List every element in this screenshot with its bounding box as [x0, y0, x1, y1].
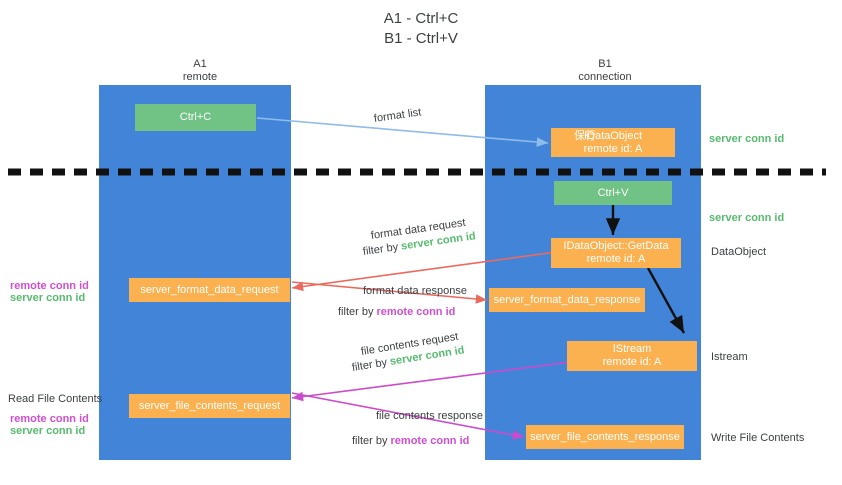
- box-ctrl-c[interactable]: Ctrl+C: [135, 104, 256, 131]
- box-idataobject[interactable]: 保行 IDataObject remote id: A: [551, 128, 675, 157]
- filter-value-remote-conn-id: remote conn id: [390, 435, 470, 447]
- box-server-file-contents-response[interactable]: server_file_contents_response: [526, 425, 684, 449]
- left-label-server-conn-id-upper: server conn id: [10, 292, 86, 304]
- lane-header-b1: B1 connection: [545, 58, 665, 84]
- box-server-file-contents-request-label: server_file_contents_request: [138, 399, 281, 412]
- box-server-format-data-request-label: server_format_data_request: [140, 283, 279, 296]
- box-ctrl-v-label: Ctrl+V: [597, 186, 629, 199]
- arrow-format-data-response: [291, 281, 488, 304]
- box-idataobject-line2: remote id: A: [583, 142, 643, 155]
- left-label-server-conn-id-lower: server conn id: [10, 425, 86, 437]
- arrow-format-data-request: [291, 251, 557, 292]
- lane-header-a1: A1 remote: [140, 58, 260, 84]
- lane-a1-name: A1: [193, 58, 207, 70]
- box-istream-line1: IStream: [612, 343, 652, 355]
- box-getdata-line1: IDataObject::GetData: [563, 240, 669, 252]
- box-server-file-contents-response-label: server_file_contents_response: [530, 430, 680, 443]
- label-format-data-response-filter: filter by remote conn id: [338, 305, 455, 319]
- box-idataobject-garble-overlay: 保行: [573, 129, 596, 142]
- box-server-format-data-request[interactable]: server_format_data_request: [129, 278, 290, 302]
- label-format-data-response: format data response: [363, 285, 467, 297]
- left-label-remote-conn-id-upper: remote conn id: [10, 280, 89, 292]
- right-label-server-conn-id-top: server conn id: [709, 133, 785, 145]
- filter-prefix: filter by: [338, 306, 377, 318]
- left-label-remote-conn-id-lower: remote conn id: [10, 413, 89, 425]
- arrow-format-list: [256, 117, 549, 147]
- filter-value-remote-conn-id: remote conn id: [376, 306, 456, 318]
- box-server-format-data-response-label: server_format_data_response: [493, 293, 641, 306]
- box-server-file-contents-request[interactable]: server_file_contents_request: [129, 394, 290, 418]
- left-label-read-file-contents: Read File Contents: [8, 393, 103, 405]
- box-server-format-data-response[interactable]: server_format_data_response: [489, 288, 645, 312]
- box-ctrl-v[interactable]: Ctrl+V: [554, 181, 672, 205]
- lane-b1-sub: connection: [578, 71, 632, 83]
- box-idataobject-line1: 保行 IDataObject: [574, 129, 643, 143]
- title-line-1: A1 - Ctrl+C: [383, 10, 459, 27]
- lane-a1-sub: remote: [182, 71, 218, 83]
- arrow-file-contents-response: [291, 392, 525, 440]
- right-label-write-file-contents: Write File Contents: [711, 432, 805, 444]
- box-istream-line2: remote id: A: [602, 356, 662, 368]
- box-istream[interactable]: IStream remote id: A: [567, 341, 697, 371]
- page-title: A1 - Ctrl+C B1 - Ctrl+V: [0, 9, 842, 49]
- label-file-contents-response: file contents response: [376, 410, 484, 422]
- arrow-getdata-to-istream: [646, 267, 686, 334]
- box-getdata-line2: remote id: A: [586, 253, 646, 265]
- box-idataobject-line1-text: IDataObject: [583, 129, 643, 142]
- box-idataobject-getdata[interactable]: IDataObject::GetData remote id: A: [551, 238, 681, 268]
- title-line-2: B1 - Ctrl+V: [384, 30, 458, 47]
- filter-prefix: filter by: [352, 435, 391, 447]
- label-file-contents-response-filter: filter by remote conn id: [352, 434, 469, 448]
- arrow-file-contents-request: [291, 361, 571, 402]
- right-label-istream: Istream: [711, 351, 748, 363]
- right-label-dataobject: DataObject: [711, 246, 767, 258]
- lane-b1-name: B1: [598, 58, 612, 70]
- right-label-server-conn-id-mid: server conn id: [709, 212, 785, 224]
- box-ctrl-c-label: Ctrl+C: [179, 111, 212, 123]
